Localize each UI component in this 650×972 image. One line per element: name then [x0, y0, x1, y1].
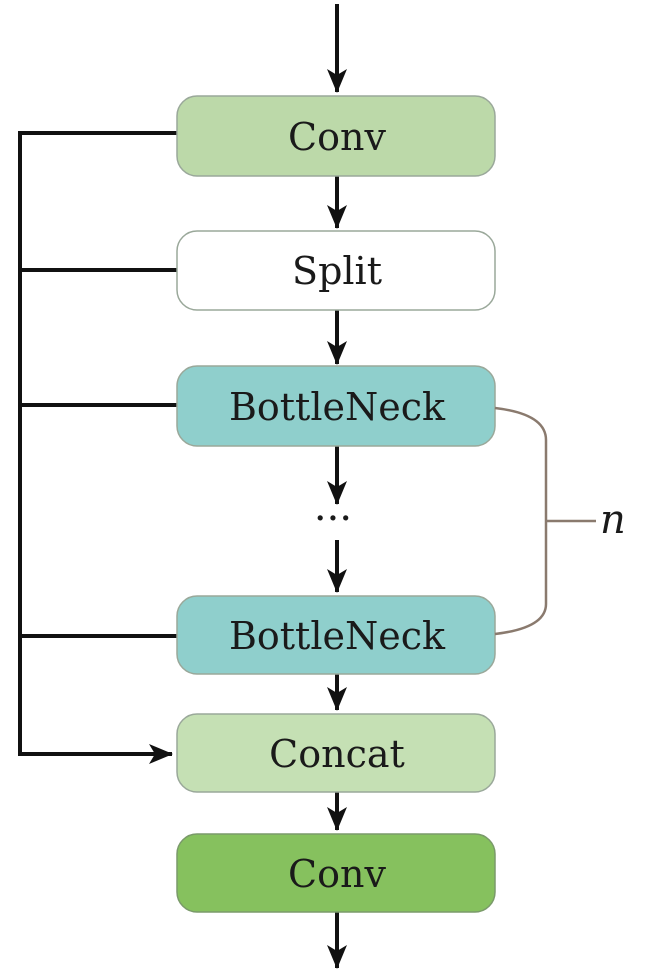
node-label: Conv: [288, 852, 386, 896]
node-box: [176, 230, 496, 311]
node-box: [176, 713, 496, 793]
node-label: BottleNeck: [229, 385, 446, 429]
node-conv-bottom: Conv: [176, 833, 496, 913]
node-box: [176, 595, 496, 675]
skip-connections: [18, 131, 178, 764]
node-concat: Concat: [176, 713, 496, 793]
node-box: [176, 833, 496, 913]
node-label: Split: [292, 249, 382, 293]
node-bottleneck-1: BottleNeck: [176, 365, 496, 447]
node-split: Split: [176, 230, 496, 311]
repeat-bracket: n: [494, 406, 626, 636]
node-bottleneck-2: BottleNeck: [176, 595, 496, 675]
repeat-ellipsis: ···: [314, 496, 352, 542]
node-label: Concat: [269, 732, 405, 776]
bracket-curve: [494, 406, 548, 636]
node-conv-top: Conv: [176, 95, 496, 177]
repeat-count-label: n: [600, 497, 626, 543]
node-label: BottleNeck: [229, 614, 446, 658]
node-box: [176, 365, 496, 447]
node-label: Conv: [288, 115, 386, 159]
node-box: [176, 95, 496, 177]
